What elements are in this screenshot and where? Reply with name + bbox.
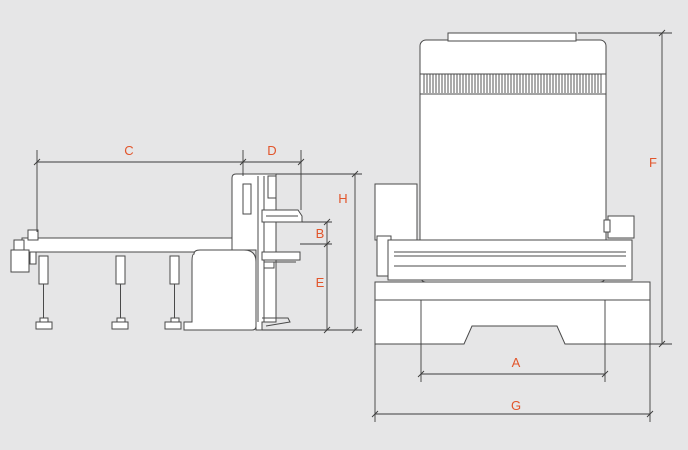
leg-1-foot bbox=[35, 321, 53, 330]
dimension-lines bbox=[33, 29, 672, 422]
motor-housing bbox=[374, 183, 418, 241]
cross-rail bbox=[387, 239, 633, 281]
label-G: G bbox=[511, 398, 521, 413]
end-stop-block bbox=[10, 249, 30, 273]
machine-base bbox=[374, 281, 651, 345]
leg-2-foot bbox=[111, 321, 129, 330]
vent-grille bbox=[420, 73, 606, 93]
front-view bbox=[374, 32, 651, 345]
dim-line-D bbox=[243, 158, 305, 166]
dim-line-H bbox=[351, 170, 359, 334]
top-plate bbox=[447, 32, 577, 42]
dim-line-F bbox=[658, 29, 666, 348]
leg-3-upper bbox=[169, 255, 180, 285]
label-D: D bbox=[267, 143, 276, 158]
dim-line-A bbox=[417, 370, 609, 378]
label-A: A bbox=[512, 355, 521, 370]
dim-line-G bbox=[371, 410, 654, 418]
base-cabinet bbox=[183, 249, 257, 331]
leg-2-upper bbox=[115, 255, 126, 285]
foot-pedal bbox=[262, 317, 291, 327]
end-stop bbox=[13, 239, 25, 251]
leg-1-upper bbox=[38, 255, 49, 285]
dim-line-C bbox=[33, 158, 247, 166]
side-view bbox=[10, 173, 303, 331]
dimension-labels: C D H B E F A G bbox=[124, 143, 657, 413]
label-B: B bbox=[316, 226, 325, 241]
column-cap bbox=[267, 175, 277, 199]
table-legs bbox=[35, 255, 182, 330]
label-C: C bbox=[124, 143, 133, 158]
dim-line-E bbox=[323, 244, 331, 334]
label-E: E bbox=[316, 275, 325, 290]
dim-line-B bbox=[323, 218, 331, 248]
right-handwheel bbox=[607, 215, 635, 239]
end-stop-bracket bbox=[29, 251, 37, 265]
label-H: H bbox=[338, 191, 347, 206]
label-F: F bbox=[649, 155, 657, 170]
lower-guide bbox=[261, 251, 301, 261]
column-slot bbox=[242, 183, 252, 215]
leg-3-foot bbox=[164, 321, 182, 330]
end-stop-upper bbox=[27, 229, 39, 241]
